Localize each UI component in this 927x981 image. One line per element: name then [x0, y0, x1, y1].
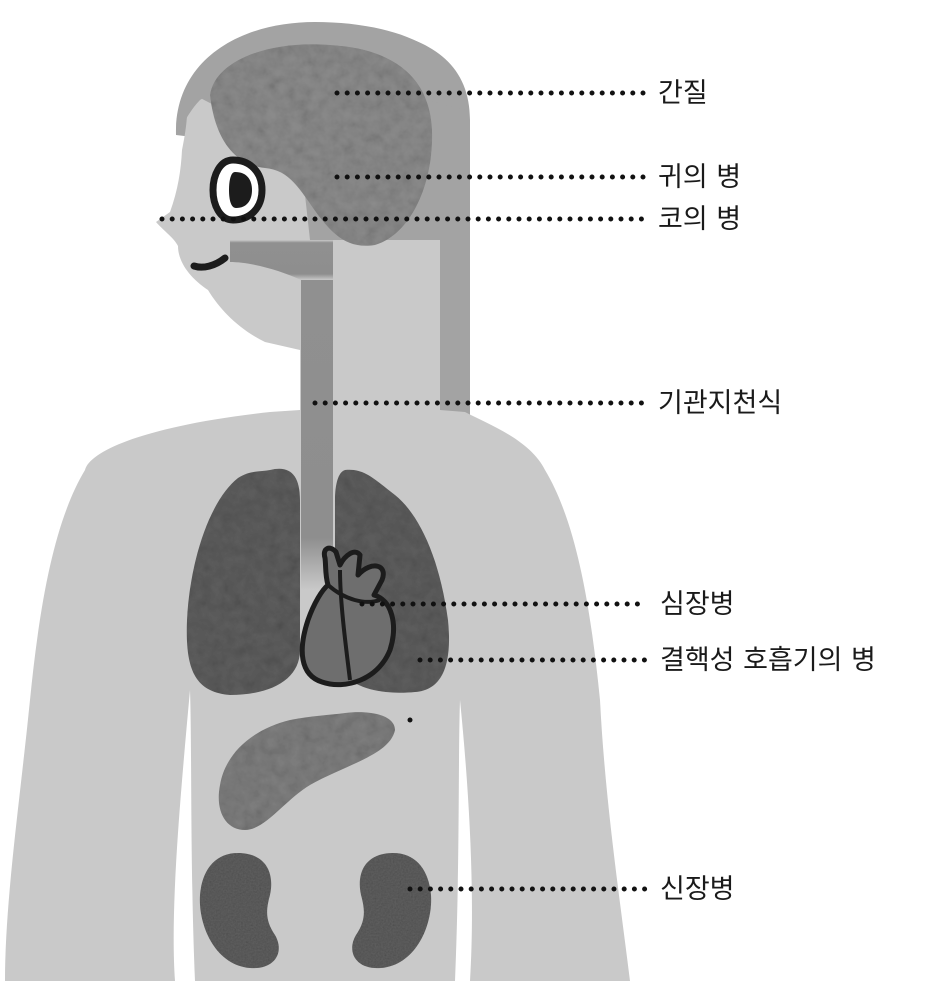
- label-ear-disease: 귀의 병: [658, 164, 741, 191]
- label-tb-respiratory: 결핵성 호흡기의 병: [660, 647, 876, 674]
- label-epilepsy: 간질: [658, 80, 708, 107]
- label-nose-disease: 코의 병: [658, 206, 741, 233]
- label-kidney-disease: 신장병: [660, 876, 735, 903]
- label-heart-disease: 심장병: [660, 591, 735, 618]
- label-bronchial-asthma: 기관지천식: [658, 390, 782, 417]
- trachea: [301, 240, 333, 590]
